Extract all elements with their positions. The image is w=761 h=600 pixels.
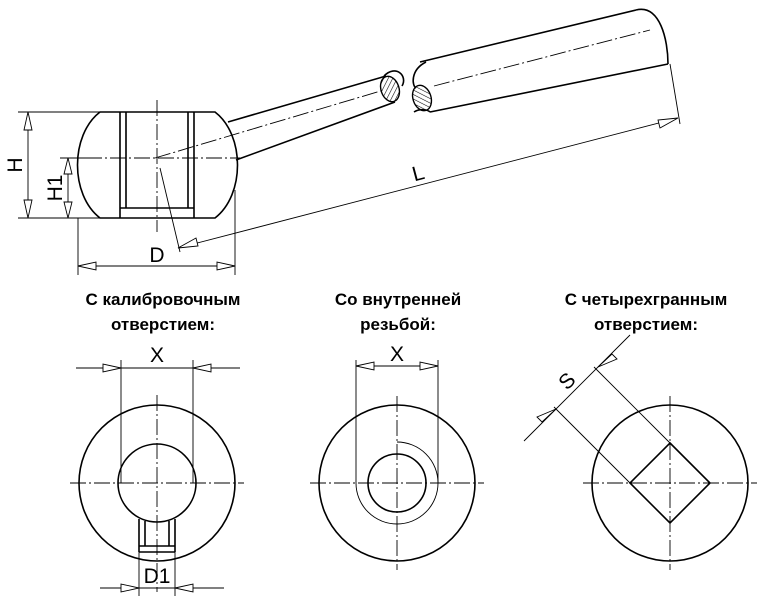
lever-rod-upper: [419, 9, 669, 113]
dim-d1: D1: [100, 552, 224, 596]
break-line-left: [383, 70, 405, 87]
thread-major-arc: [355, 441, 439, 525]
dim-label-d: D: [149, 244, 164, 267]
dim-label-x: X: [150, 344, 164, 367]
centerlines: [583, 396, 757, 570]
bore-walls: [119, 112, 195, 218]
rod-section-left: [379, 75, 401, 103]
centerlines: [70, 395, 244, 592]
caption-square: С четырехгранным отверстием:: [565, 290, 728, 334]
dim-label-s: S: [554, 368, 580, 394]
view-threaded-hole: X: [310, 343, 484, 570]
lever-rod-lower: [227, 75, 396, 161]
view-calibrated-hole: X D1: [70, 344, 244, 596]
dim-x-threaded: X: [355, 343, 439, 483]
svg-text:отверстием:: отверстием:: [111, 315, 215, 334]
rod-section-right: [411, 84, 433, 112]
dim-label-l: L: [410, 161, 427, 186]
dim-label-x: X: [390, 343, 404, 366]
svg-text:Со внутренней: Со внутренней: [335, 290, 461, 309]
centerlines: [310, 396, 484, 570]
break-line-right: [412, 61, 427, 89]
ball-body-outline: [76, 111, 239, 219]
rod-end-cap: [635, 8, 669, 65]
dim-l: L: [159, 63, 681, 253]
svg-text:С четырехгранным: С четырехгранным: [565, 290, 728, 309]
lever-side-view: H H1 D L: [4, 8, 681, 275]
dim-x-calibrated: X: [76, 344, 240, 483]
svg-text:отверстием:: отверстием:: [594, 315, 698, 334]
dim-s: S: [523, 334, 671, 484]
caption-threaded: Со внутренней резьбой:: [335, 290, 461, 334]
svg-text:резьбой:: резьбой:: [360, 315, 436, 334]
lever-centerline: [154, 29, 651, 159]
dim-label-h1: H1: [44, 175, 67, 202]
dim-label-h: H: [4, 157, 27, 172]
caption-calibrated: С калибровочным отверстием:: [86, 290, 241, 334]
break-line-right-bottom: [413, 108, 431, 113]
view-square-hole: S: [523, 334, 757, 570]
dim-h: H: [4, 111, 100, 219]
svg-text:С калибровочным: С калибровочным: [86, 290, 241, 309]
side-bore-d1: [138, 519, 176, 553]
dim-label-d1: D1: [144, 565, 171, 588]
dim-d: D: [77, 190, 236, 275]
dim-h1: H1: [44, 157, 100, 219]
